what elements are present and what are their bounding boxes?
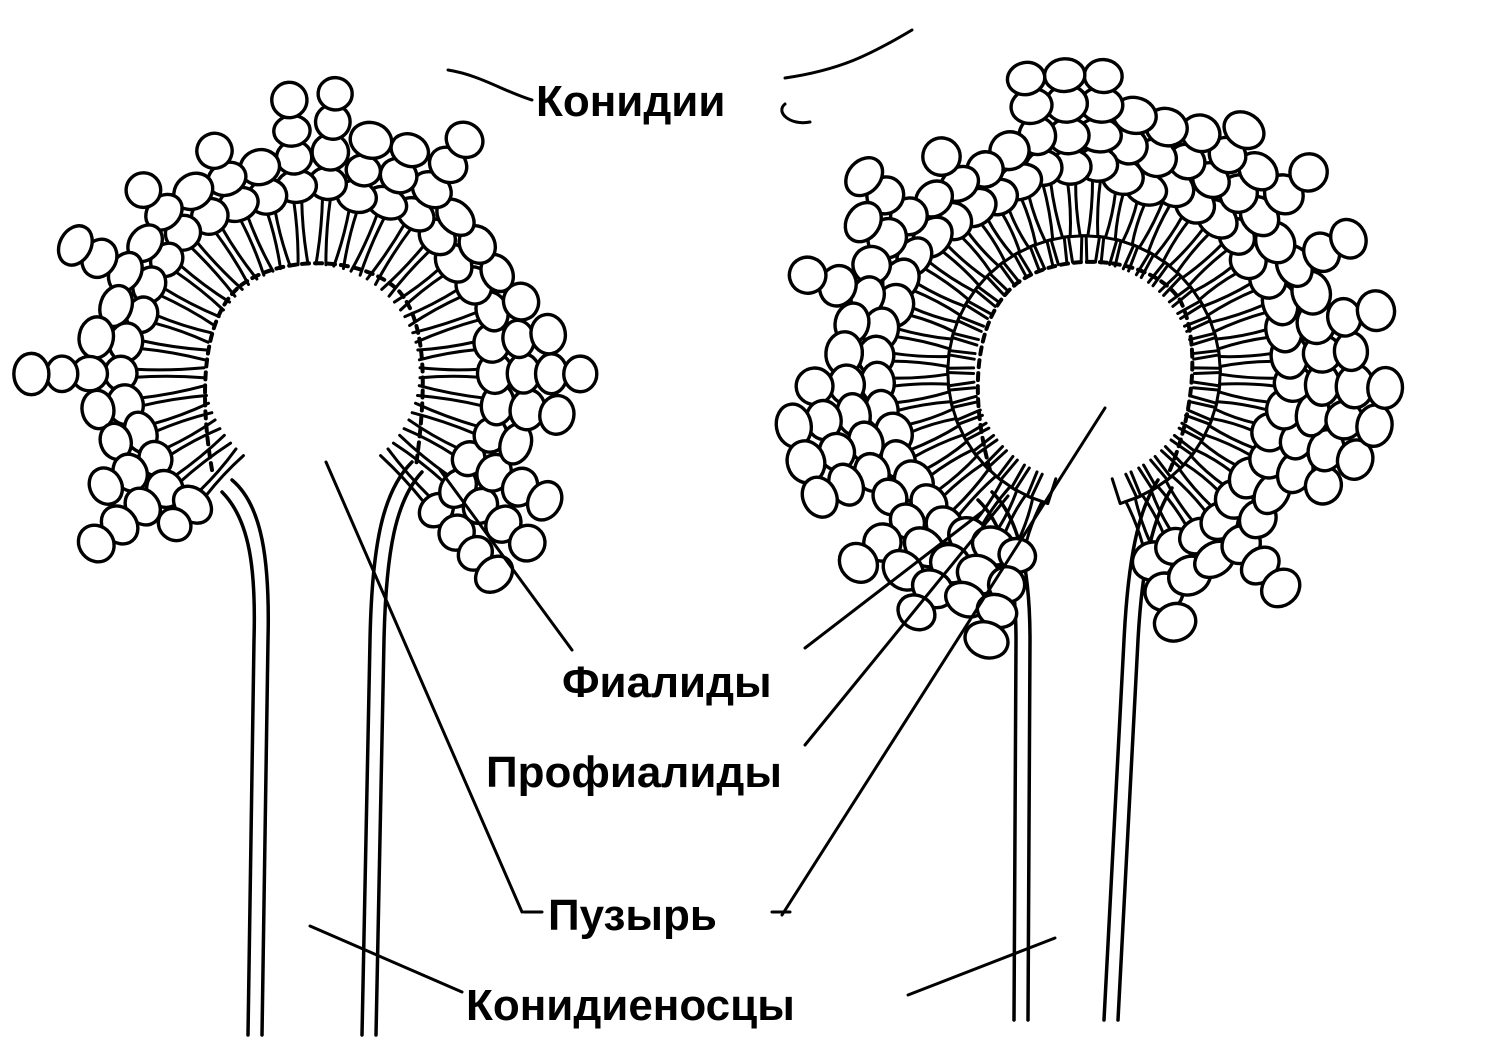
left-stipe (222, 462, 422, 1035)
right-conidia (773, 58, 1404, 664)
phialide (294, 200, 308, 264)
label-prophialides: Профиалиды (486, 748, 782, 797)
phialide (908, 409, 956, 432)
phialide (938, 456, 983, 496)
phialide (240, 216, 273, 275)
left-conidia (14, 76, 597, 599)
phialide (1123, 201, 1145, 245)
phialide (909, 307, 957, 331)
phialide (420, 368, 479, 378)
phialide (140, 341, 206, 360)
conidium (564, 356, 597, 392)
phialide (1172, 469, 1212, 512)
phialide (316, 197, 331, 264)
prophialide (949, 333, 979, 359)
conidium (1333, 331, 1369, 372)
conidium (317, 76, 354, 111)
phialide (1182, 243, 1228, 285)
phialide (382, 245, 430, 296)
right-conidiophore (773, 58, 1404, 1020)
phialide (1043, 182, 1063, 239)
phialide (1219, 353, 1273, 366)
phialide (1021, 195, 1045, 244)
conidium (528, 312, 568, 356)
left-conidiophore (14, 76, 597, 1035)
label-phialides: Фиалиды (562, 658, 772, 707)
phialide (351, 214, 385, 276)
phialide (1216, 329, 1269, 349)
phialide (135, 368, 204, 378)
phialide (942, 245, 986, 286)
phialide (924, 262, 974, 300)
phialide (1088, 179, 1101, 236)
conidium (1367, 367, 1404, 410)
phialide (1105, 191, 1123, 239)
prophialide (1190, 382, 1219, 407)
phialide (140, 386, 206, 406)
phialide (418, 342, 477, 360)
phialide (1220, 374, 1277, 386)
phialide (418, 386, 484, 406)
conidium (270, 81, 308, 119)
conidium (1083, 58, 1123, 93)
phialide (1212, 409, 1256, 431)
phialide (895, 392, 951, 411)
phialide (895, 329, 952, 349)
phialide (267, 211, 290, 269)
phialide (394, 269, 444, 310)
conidium (46, 356, 78, 392)
conidium (14, 353, 49, 395)
label-vesicle: Пузырь (548, 891, 717, 940)
phialide (1217, 392, 1270, 410)
phialide (334, 209, 357, 268)
phialide (199, 449, 243, 497)
phialide (215, 227, 257, 284)
phialide (1169, 228, 1210, 273)
phialide (961, 231, 998, 272)
label-conidiophores: Конидиеносцы (466, 981, 795, 1030)
conidium (1043, 58, 1085, 93)
phialide (952, 469, 996, 516)
phialide (175, 265, 229, 310)
phialide (892, 353, 949, 366)
phialide (892, 374, 948, 386)
label-conidia: Конидии (536, 77, 725, 126)
phialide (1068, 182, 1080, 236)
